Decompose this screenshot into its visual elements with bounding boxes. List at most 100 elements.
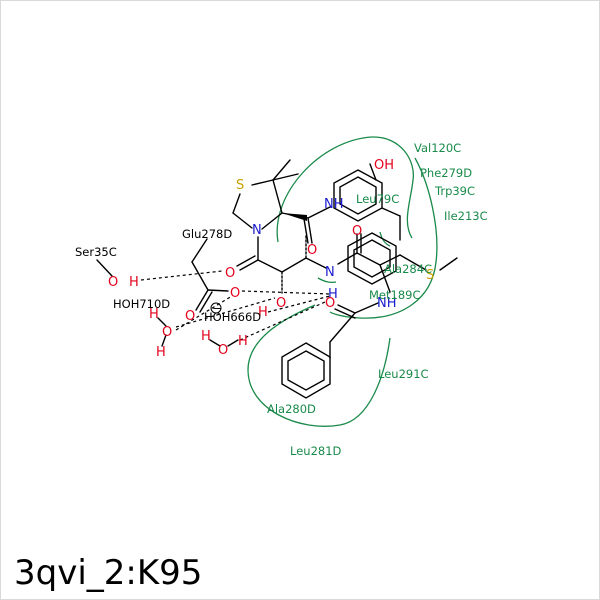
bond: [251, 179, 274, 186]
glu-carboxylate-o2: O: [185, 309, 195, 324]
water710-h2: H: [156, 345, 166, 360]
water710-h1: H: [149, 307, 159, 322]
residue-leu79c: Leu79C: [356, 192, 399, 206]
residue-ala280d: Ala280D: [267, 402, 316, 416]
aromatic-ring-upper: [333, 169, 383, 222]
residue-glu278d: Glu278D: [182, 227, 232, 241]
bond: [191, 238, 208, 263]
ser35-hydrogen: H: [129, 275, 139, 290]
carbonyl-oxygen: O: [225, 266, 235, 281]
residue-trp39c: Trp39C: [434, 184, 475, 198]
residue-val120c: Val120C: [414, 141, 461, 155]
bond: [272, 179, 283, 214]
glu-carboxylate-o1: O: [230, 286, 240, 301]
bond: [232, 212, 253, 229]
residue-ile213c: Ile213C: [444, 209, 488, 223]
hbond-ser35-o: [140, 270, 223, 281]
bond: [209, 339, 221, 347]
bond: [96, 259, 113, 277]
hydrophobic-contacts: [247, 136, 438, 427]
water666-h2: H: [238, 334, 248, 349]
amide-oxygen-lower: O: [325, 296, 335, 311]
bond: [236, 255, 256, 267]
amide-nh-upper: NH: [324, 197, 344, 212]
bond: [329, 312, 356, 343]
bond: [157, 317, 167, 327]
contact-tick-leu79: [379, 231, 391, 247]
bond: [281, 212, 309, 219]
contact-arc-right: [329, 157, 438, 319]
bond: [305, 257, 327, 269]
bond: [227, 339, 239, 347]
bond: [199, 291, 213, 313]
residue-leu281d: Leu281D: [290, 444, 342, 458]
residue-ser35c: Ser35C: [75, 245, 117, 259]
bond: [272, 173, 299, 181]
nitrogen-thiazolidine: N: [252, 223, 262, 238]
bond: [356, 252, 381, 266]
bond: [232, 193, 241, 214]
residue-met189c: Met189C: [369, 288, 421, 302]
residue-leu291c: Leu291C: [378, 367, 429, 381]
amide-oxygen-upper: O: [307, 243, 317, 258]
aromatic-ring-middle: [347, 232, 397, 285]
water666-h-upper: H: [258, 305, 268, 320]
hydrogen-bonds: [140, 270, 331, 341]
hbond-hoh710-oh: [175, 297, 276, 328]
bond: [161, 334, 167, 347]
diagram-title: 3qvi_2:K95: [14, 553, 202, 593]
aromatic-ring-middle-inner: [353, 239, 391, 278]
bond: [257, 259, 283, 273]
nitrogen-center: N: [325, 265, 335, 280]
ser35-oxygen: O: [108, 275, 118, 290]
bond: [281, 257, 307, 273]
aromatic-ring-upper-inner: [339, 176, 377, 215]
contact-arc-upper: [276, 136, 414, 243]
bond: [261, 212, 283, 230]
amide-nh-lower: NH: [377, 296, 397, 311]
hydrogen-n-center: H: [328, 287, 338, 302]
water666-oxygen: O: [218, 343, 228, 358]
contact-tick-ala284: [317, 277, 337, 284]
residue-hoh710d: HOH710D: [113, 297, 170, 311]
bond: [307, 206, 331, 219]
atom-labels: S N NH O OH O N O S H O O NH O O − O H H…: [108, 158, 434, 360]
hydroxyl-oh: OH: [374, 158, 394, 173]
bond: [379, 264, 391, 293]
sulfur-thiazolidine: S: [236, 178, 244, 193]
hbond-hoh710-glu: [175, 295, 233, 331]
residue-labels: Val120C Phe279D Trp39C Ile213C Leu79C Al…: [75, 141, 488, 458]
wedge-bond: [282, 213, 307, 221]
bond: [439, 257, 458, 271]
bond: [399, 254, 427, 271]
amide-oxygen-right: O: [352, 224, 362, 239]
residue-ala284c: Ala284C: [384, 262, 432, 276]
bond: [207, 289, 229, 292]
bond: [272, 159, 291, 181]
bond: [369, 163, 377, 181]
negative-charge: −: [212, 301, 222, 315]
residue-phe279d: Phe279D: [420, 166, 472, 180]
ligand-bonds: [96, 159, 458, 399]
bond: [381, 207, 401, 217]
bond: [354, 302, 379, 314]
bond: [191, 261, 209, 291]
bond: [239, 259, 259, 271]
hbond-glu-h: [241, 290, 331, 295]
bond: [307, 217, 313, 244]
bond: [337, 304, 356, 314]
charge-circle: [210, 302, 222, 314]
water710-oxygen: O: [162, 325, 172, 340]
residue-hoh666d: HOH666D: [204, 310, 261, 324]
bond: [195, 289, 209, 311]
phenyl-ring-lower: [281, 342, 331, 399]
sulfur-methionine: S: [426, 268, 434, 283]
contact-arc-lower: [247, 304, 391, 427]
water666-h1: H: [201, 329, 211, 344]
hbond-h-o: [267, 295, 331, 313]
phenyl-ring-lower-inner: [287, 350, 325, 391]
hydroxyl-oxygen-center: O: [276, 296, 286, 311]
bond: [303, 218, 309, 244]
